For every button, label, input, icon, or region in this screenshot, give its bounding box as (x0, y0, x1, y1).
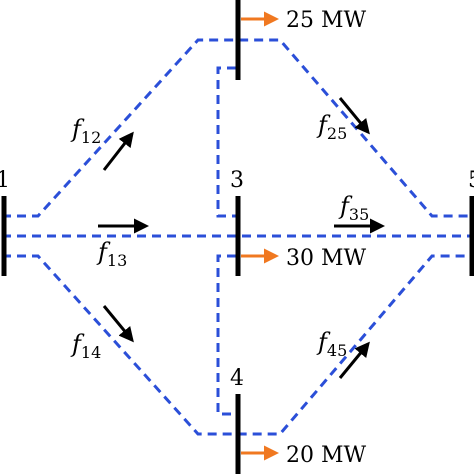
bus-label-5: 5 (468, 168, 474, 193)
load-value-4: 20 MW (286, 443, 367, 468)
bus-label-1: 1 (0, 168, 10, 193)
bus-labels: 1 3 4 5 (0, 168, 474, 391)
line-1-2 (2, 38, 474, 218)
flow-arrow-14 (102, 305, 134, 343)
line-2-3 (216, 66, 236, 218)
flow-label-35: f35 (338, 192, 369, 224)
flow-arrow-12 (102, 131, 134, 171)
load-value-3: 30 MW (286, 246, 367, 271)
flow-label-45: f45 (316, 328, 347, 360)
flow-label-14: f14 (70, 330, 101, 362)
bus-label-4: 4 (230, 366, 244, 391)
load-value-2: 25 MW (286, 8, 367, 33)
loads: 25 MW 30 MW 20 MW (241, 8, 367, 468)
flow-arrow-25 (338, 97, 370, 135)
bus-label-3: 3 (230, 168, 244, 193)
line-3-4 (216, 254, 236, 416)
flow-label-13: f13 (96, 238, 127, 270)
flow-label-12: f12 (70, 115, 101, 147)
flow-arrows (98, 97, 385, 379)
flow-arrow-45 (338, 341, 370, 379)
flow-label-25: f25 (316, 111, 347, 143)
